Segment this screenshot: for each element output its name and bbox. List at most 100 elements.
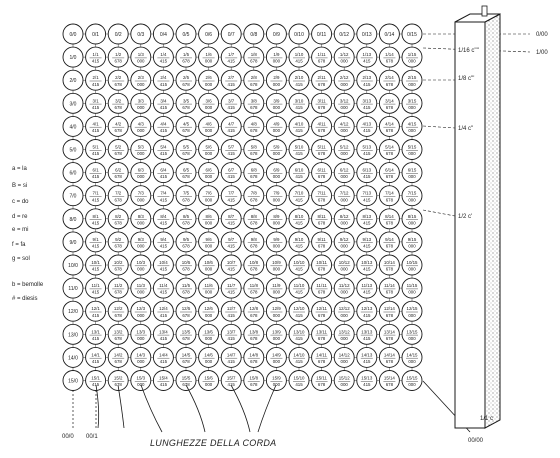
cell-ratio: 6/15 [408,168,417,173]
grid-circle [378,23,400,45]
cell-ratio: 15/13 [361,376,373,381]
cell-value: 678 [115,313,123,318]
grid-circle [85,323,107,345]
legend-note-c: c = do [12,199,29,205]
cell-value: 678 [318,359,326,364]
grid-circle [333,92,355,114]
legend-note-d: d = re [12,214,28,220]
cell-value: 678 [182,244,190,249]
grid-circle [62,346,84,368]
grid-circle [198,139,220,160]
grid-circle [152,115,174,137]
cell-ratio: 2/10 [295,75,304,80]
grid-circle [220,23,242,45]
cell-value: 415 [295,382,303,387]
grid-circle [130,115,152,137]
cell-ratio: 13/12 [339,329,351,334]
cell-ratio: 2/2 [115,75,122,80]
cell-ratio: 4/5 [183,121,190,126]
cell-ratio: 3/5 [183,98,190,103]
grid-circle [220,346,242,368]
cell-ratio: 6/12 [340,168,349,173]
grid-circle [130,231,152,253]
grid-circle [288,254,310,276]
cell-ratio: 9/8 [251,237,258,242]
cell-ratio: 10/9 [272,260,281,265]
cell-ratio: 4/11 [317,121,326,126]
grid-circle [152,208,174,230]
cell-value: 415 [160,359,168,364]
cell-ratio: 11/9 [272,283,281,288]
cell-ratio: 1/12 [340,52,349,57]
cell-value: 000 [408,82,416,87]
grid-circle [130,69,152,91]
cell-value: 678 [318,382,326,387]
cell-value: 000 [408,244,416,249]
cell-value: 415 [160,128,168,133]
cell-ratio: 12/5 [182,306,191,311]
grid-circle [265,254,287,276]
cell-value: 678 [250,267,258,272]
cell-value: 415 [92,197,100,202]
grid-circle [85,23,107,45]
cell-value: 000 [205,359,213,364]
cell-value: 415 [228,313,236,318]
grid-circle [401,277,423,299]
cell-value: 000 [273,267,281,272]
cell-ratio: 10/8 [250,260,259,265]
grid-circle [175,162,197,184]
cell-value: 000 [408,267,416,272]
cell-ratio: 13/9 [272,329,281,334]
cell-value: 000 [137,59,145,64]
cell-ratio: 12/1 [91,306,100,311]
cell-ratio: 10/5 [182,260,191,265]
grid-circle [288,69,310,91]
grid-circle [152,23,174,45]
cell-ratio: 12/6 [204,306,213,311]
grid-circle [198,69,220,91]
grid-circle [265,23,287,45]
row-header-label: 10/0 [68,263,78,269]
grid-circle [152,162,174,184]
grid-circle [288,162,310,184]
cell-ratio: 1/15 [408,52,417,57]
cell-ratio: 14/15 [407,352,419,357]
cell-ratio: 15/2 [114,376,123,381]
cell-value: 678 [115,290,123,295]
grid-circle [288,323,310,345]
grid-circle [311,23,333,45]
cell-value: 000 [341,359,349,364]
cell-ratio: 8/14 [385,214,394,219]
grid-circle [333,69,355,91]
cell-ratio: 12/10 [294,306,306,311]
cell-value: 000 [341,336,349,341]
cell-value: 000 [408,197,416,202]
cell-ratio: 4/9 [273,121,280,126]
grid-circle [175,208,197,230]
cell-ratio: 4/6 [206,121,213,126]
cell-value: 678 [386,267,394,272]
grid-circle [356,254,378,276]
cell-value: 678 [182,359,190,364]
grid-circle [130,162,152,184]
cell-ratio: 14/2 [114,352,123,357]
cell-ratio: 2/3 [138,75,145,80]
grid-circle [378,323,400,345]
cell-value: 415 [363,128,371,133]
grid-circle [265,277,287,299]
grid-circle [220,115,242,137]
cell-ratio: 8/8 [251,214,258,219]
cell-ratio: 3/14 [385,98,394,103]
cell-ratio: 8/4 [160,214,167,219]
cell-value: 000 [341,244,349,249]
grid-circle [288,300,310,322]
row-header-label: 4/0 [70,124,77,130]
legend-note-e: e = mi [12,227,29,233]
cell-value: 000 [137,290,145,295]
cell-value: 415 [92,244,100,249]
row-header-label: 2/0 [70,78,77,84]
grid-circle [198,300,220,322]
cell-value: 678 [182,313,190,318]
cell-value: 000 [205,267,213,272]
